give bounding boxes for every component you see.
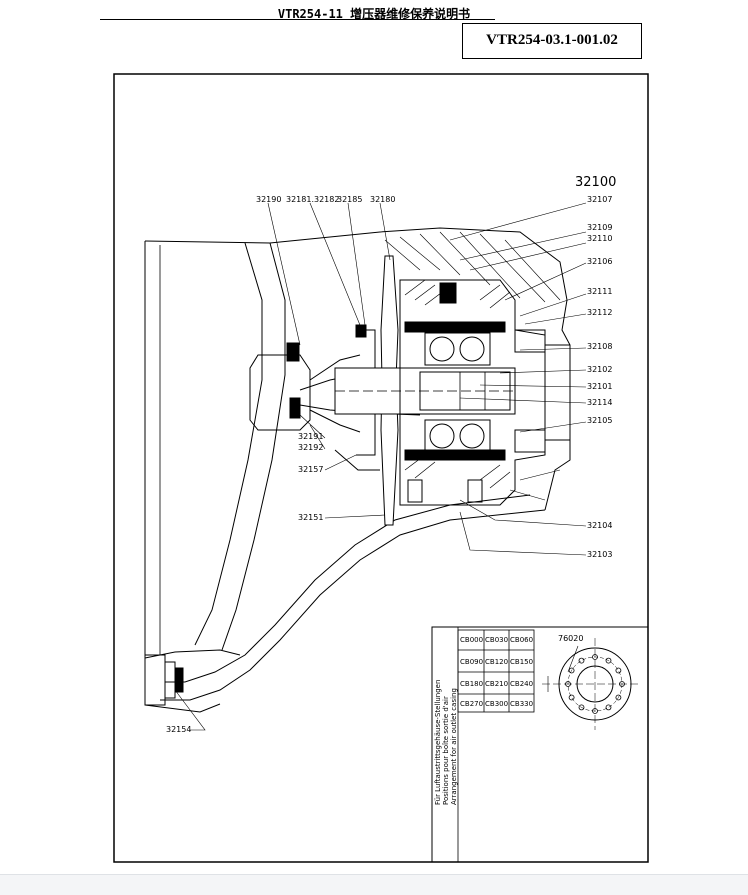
- part-label: 32110: [587, 234, 612, 243]
- cb-position-grid: [457, 629, 535, 713]
- cb-position-cell: CB300: [485, 700, 508, 708]
- cb-position-cell: CB030: [485, 636, 508, 644]
- part-label: 32192: [298, 443, 323, 452]
- cb-position-cell: CB060: [510, 636, 533, 644]
- cb-position-cell: CB180: [460, 680, 483, 688]
- part-label: 32105: [587, 416, 612, 425]
- document-title: VTR254-11 增压器维修保养说明书: [277, 7, 471, 21]
- part-label: 32157: [298, 465, 323, 474]
- part-label: 32101: [587, 382, 612, 391]
- part-label: 32151: [298, 513, 323, 522]
- part-label: 32112: [587, 308, 612, 317]
- part-label: 32111: [587, 287, 612, 296]
- part-label: 32107: [587, 195, 612, 204]
- inset-caption-line: Arrangement for air outlet casing: [450, 688, 458, 805]
- part-label: 32180: [370, 195, 395, 204]
- part-labels: 32100 32190 32181.32182 32185 32180 3210…: [166, 175, 616, 734]
- title-underline: [100, 19, 495, 20]
- inset-caption-line: Für Luftaustrittsgehäuse-Stellungen: [434, 680, 442, 805]
- turbocharger-section-view: [144, 227, 571, 713]
- cb-position-cell: CB000: [460, 636, 483, 644]
- leader-lines: [174, 202, 587, 731]
- inset-caption-line: Positions pour boîte sortie d'air: [442, 696, 450, 805]
- part-label: 32102: [587, 365, 612, 374]
- drawing-frame: [113, 73, 649, 863]
- document-code-box: VTR254-03.1-001.02: [462, 23, 642, 59]
- part-label: 32106: [587, 257, 612, 266]
- flange-detail: [542, 638, 640, 730]
- technical-drawing: 32100 32190 32181.32182 32185 32180 3210…: [113, 73, 649, 863]
- part-label: 32190: [256, 195, 281, 204]
- cb-position-cell: CB240: [510, 680, 533, 688]
- part-label: 32154: [166, 725, 191, 734]
- part-label: 32185: [337, 195, 362, 204]
- part-label: 32191: [298, 432, 323, 441]
- cb-position-cell: CB330: [510, 700, 533, 708]
- cb-position-cell: CB270: [460, 700, 483, 708]
- cb-position-cell: CB150: [510, 658, 533, 666]
- part-label: 32114: [587, 398, 612, 407]
- cb-position-cell: CB120: [485, 658, 508, 666]
- viewer-bottom-bar: [0, 874, 748, 895]
- cb-position-cell: CB090: [460, 658, 483, 666]
- assembly-number: 32100: [575, 175, 616, 190]
- part-label: 32181.32182: [286, 195, 339, 204]
- cb-position-cell: CB210: [485, 680, 508, 688]
- arrangement-inset: Für Luftaustrittsgehäuse-Stellungen Posi…: [431, 626, 649, 863]
- part-label: 32109: [587, 223, 612, 232]
- part-label: 32103: [587, 550, 612, 559]
- document-code: VTR254-03.1-001.02: [486, 32, 618, 48]
- part-label: 32108: [587, 342, 612, 351]
- detail-label: 76020: [558, 634, 583, 643]
- part-label: 32104: [587, 521, 612, 530]
